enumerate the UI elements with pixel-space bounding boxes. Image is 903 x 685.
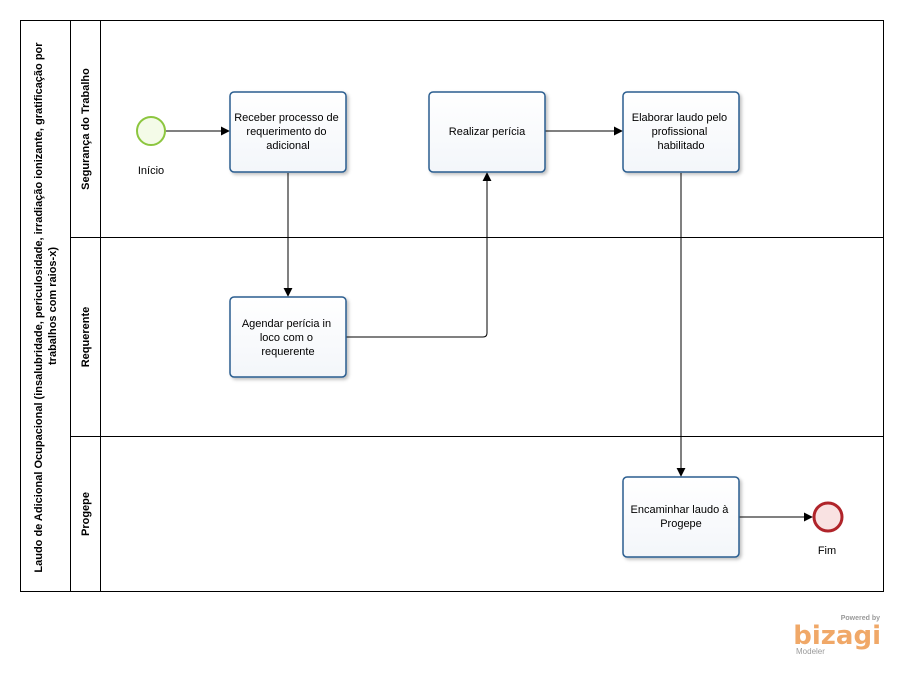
pool-title-line-2: trabalhos com raios-x) (47, 247, 59, 365)
sequence-flows (166, 126, 813, 522)
start-event-label: Início (138, 165, 164, 177)
task-receber-processo[interactable]: Receber processo de requerimento do adic… (229, 91, 347, 173)
task-encaminhar-laudo[interactable]: Encaminhar laudo à Progepe (622, 476, 740, 558)
bizagi-watermark: Powered by bizagi Modeler (793, 615, 881, 656)
lane-label-seguranca: Segurança do Trabalho (80, 68, 92, 190)
start-event[interactable]: Início (136, 116, 166, 177)
end-event[interactable]: Fim (812, 501, 844, 557)
pool-title: Laudo de Adicional Ocupacional (insalubr… (33, 39, 59, 572)
task-elaborar-label: Elaborar laudo pelo profissional habilit… (632, 112, 730, 152)
flow-agendar-to-realizar (346, 172, 492, 338)
lane-label-progepe: Progepe (80, 492, 92, 536)
end-event-label: Fim (818, 545, 836, 557)
task-elaborar-laudo[interactable]: Elaborar laudo pelo profissional habilit… (622, 91, 740, 173)
watermark-product: Modeler (796, 647, 825, 656)
start-event-circle (136, 116, 166, 146)
pool-title-line-1: Laudo de Adicional Ocupacional (insalubr… (33, 42, 45, 573)
task-realizar-pericia[interactable]: Realizar perícia (428, 91, 546, 173)
watermark-powered: Powered by (841, 615, 880, 622)
end-event-circle (812, 501, 844, 533)
task-agendar-label: Agendar perícia in loco com o requerente (242, 318, 334, 358)
task-realizar-label: Realizar perícia (449, 126, 526, 138)
watermark-brand: bizagi (793, 621, 881, 651)
lane-label-requerente: Requerente (80, 307, 92, 368)
task-receber-label: Receber processo de requerimento do adic… (234, 112, 342, 152)
task-encaminhar-label: Encaminhar laudo à Progepe (631, 504, 732, 530)
task-agendar-pericia[interactable]: Agendar perícia in loco com o requerente (229, 296, 347, 378)
